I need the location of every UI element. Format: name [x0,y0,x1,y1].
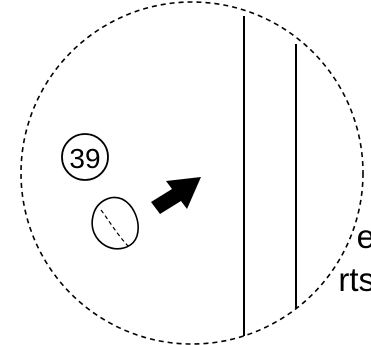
label-fragment-bottom: rts [338,261,371,298]
callout-marker: 39 [62,134,108,180]
label-fragment-top: e [357,218,371,255]
oval-pellet-icon [92,198,138,249]
filled-arrow-icon [151,177,201,214]
callout-number: 39 [69,143,100,174]
